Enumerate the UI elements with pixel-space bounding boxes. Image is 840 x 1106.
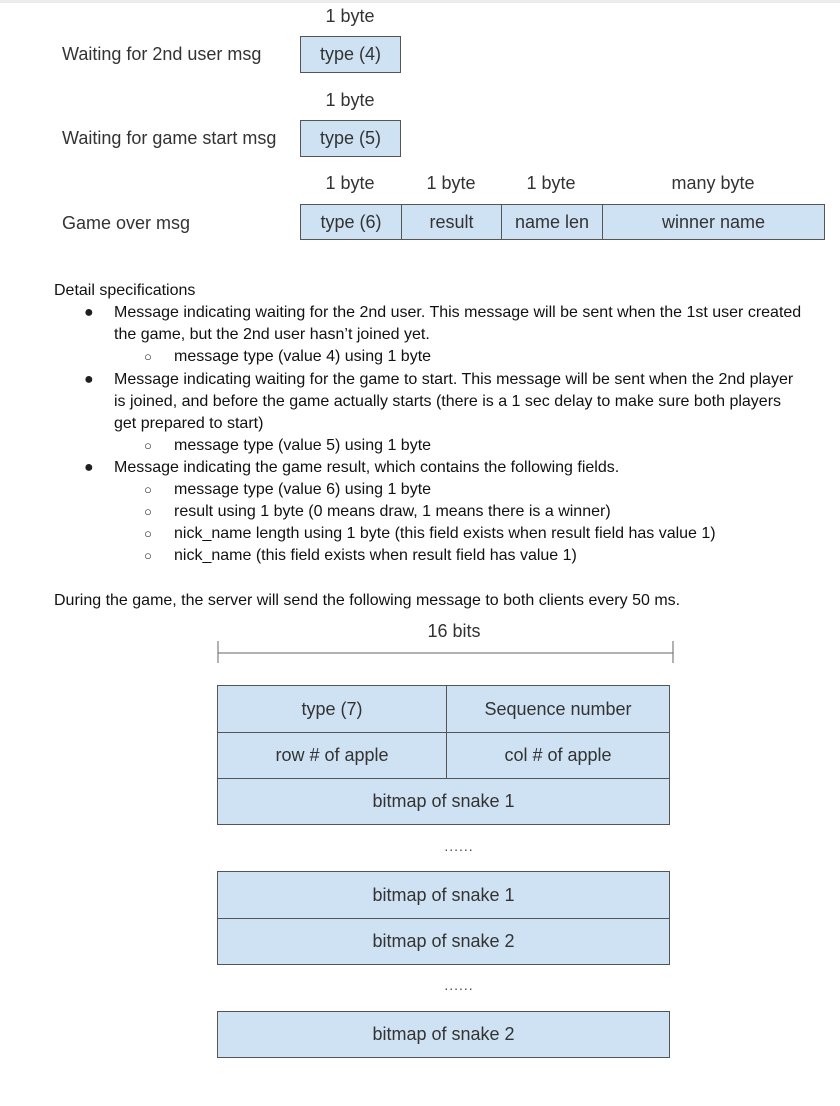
bullet-icon: ● [84, 459, 94, 476]
size-label: 1 byte [325, 90, 375, 110]
size-label: many byte [671, 173, 755, 193]
field-winner-name: winner name [602, 204, 825, 240]
field-bitmap-snake-1: bitmap of snake 1 [217, 778, 670, 825]
spec-sub-text: nick_name length using 1 byte (this fiel… [174, 525, 716, 542]
sub-bullet-icon: ○ [144, 526, 152, 541]
top-border [0, 0, 840, 3]
spec-sub-text: message type (value 4) using 1 byte [174, 348, 432, 365]
spec-bullet-text: is joined, and before the game actually … [114, 393, 782, 410]
spec-bullet-text: Message indicating the game result, whic… [114, 459, 620, 476]
size-label: 1 byte [325, 173, 375, 193]
sub-bullet-icon: ○ [144, 482, 152, 497]
sub-bullet-icon: ○ [144, 349, 152, 364]
size-label: 1 byte [426, 173, 476, 193]
field-type-5: type (5) [300, 120, 401, 157]
bullet-icon: ● [84, 371, 94, 388]
size-label: 1 byte [526, 173, 576, 193]
field-row-of-apple: row # of apple [217, 732, 447, 779]
size-label: 1 byte [325, 6, 375, 26]
field-result: result [401, 204, 502, 240]
spec-bullet-text: Message indicating waiting for the game … [114, 371, 794, 388]
field-sequence-number: Sequence number [446, 685, 670, 733]
sub-bullet-icon: ○ [144, 438, 152, 453]
field-type-4: type (4) [300, 36, 401, 73]
spec-sub-text: result using 1 byte (0 means draw, 1 mea… [174, 503, 611, 520]
field-col-of-apple: col # of apple [446, 732, 670, 779]
sub-bullet-icon: ○ [144, 504, 152, 519]
width-bracket-icon [217, 641, 674, 663]
spec-sub-text: message type (value 6) using 1 byte [174, 481, 432, 498]
field-type-6: type (6) [300, 204, 402, 240]
field-bitmap-snake-1: bitmap of snake 1 [217, 871, 670, 919]
ellipsis: ...... [444, 977, 474, 993]
spec-sub-text: message type (value 5) using 1 byte [174, 437, 432, 454]
msg-label-waiting-game-start: Waiting for game start msg [62, 128, 277, 148]
ellipsis: ...... [444, 838, 474, 854]
spec-heading: Detail specifications [54, 282, 196, 299]
field-name-len: name len [501, 204, 603, 240]
field-type-7: type (7) [217, 685, 447, 733]
sub-bullet-icon: ○ [144, 548, 152, 563]
bullet-icon: ● [84, 304, 94, 321]
msg-label-game-over: Game over msg [62, 213, 191, 233]
width-label: 16 bits [427, 621, 481, 641]
spec-sub-text: nick_name (this field exists when result… [174, 547, 577, 564]
game-intro: During the game, the server will send th… [54, 592, 681, 609]
spec-bullet-text: Message indicating waiting for the 2nd u… [114, 304, 802, 321]
field-bitmap-snake-2: bitmap of snake 2 [217, 1011, 670, 1058]
msg-label-waiting-2nd-user: Waiting for 2nd user msg [62, 44, 262, 64]
field-bitmap-snake-2: bitmap of snake 2 [217, 918, 670, 965]
spec-bullet-text: the game, but the 2nd user hasn’t joined… [114, 326, 430, 343]
spec-bullet-text: get prepared to start) [114, 415, 264, 432]
